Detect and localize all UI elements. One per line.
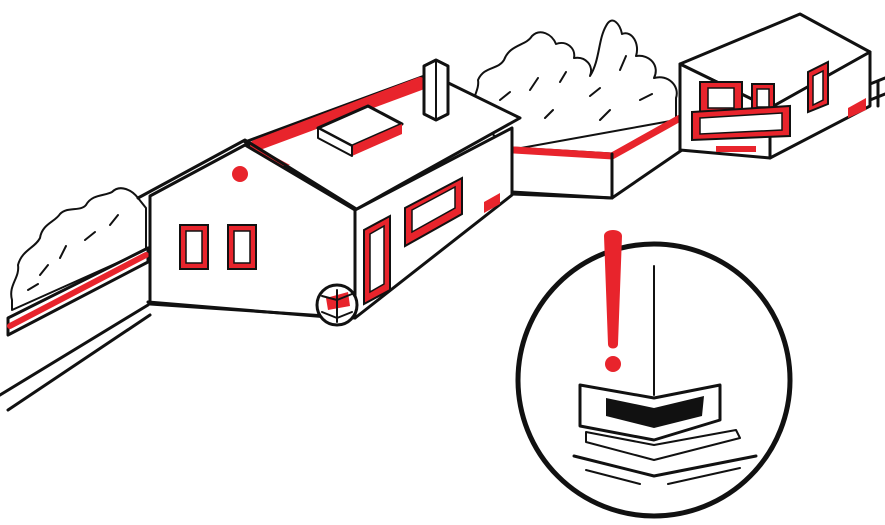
main-house: [138, 60, 520, 325]
right-building: [680, 14, 885, 158]
left-fence: [0, 188, 150, 410]
back-bushes: [473, 21, 677, 150]
warning-callout: [518, 244, 790, 516]
